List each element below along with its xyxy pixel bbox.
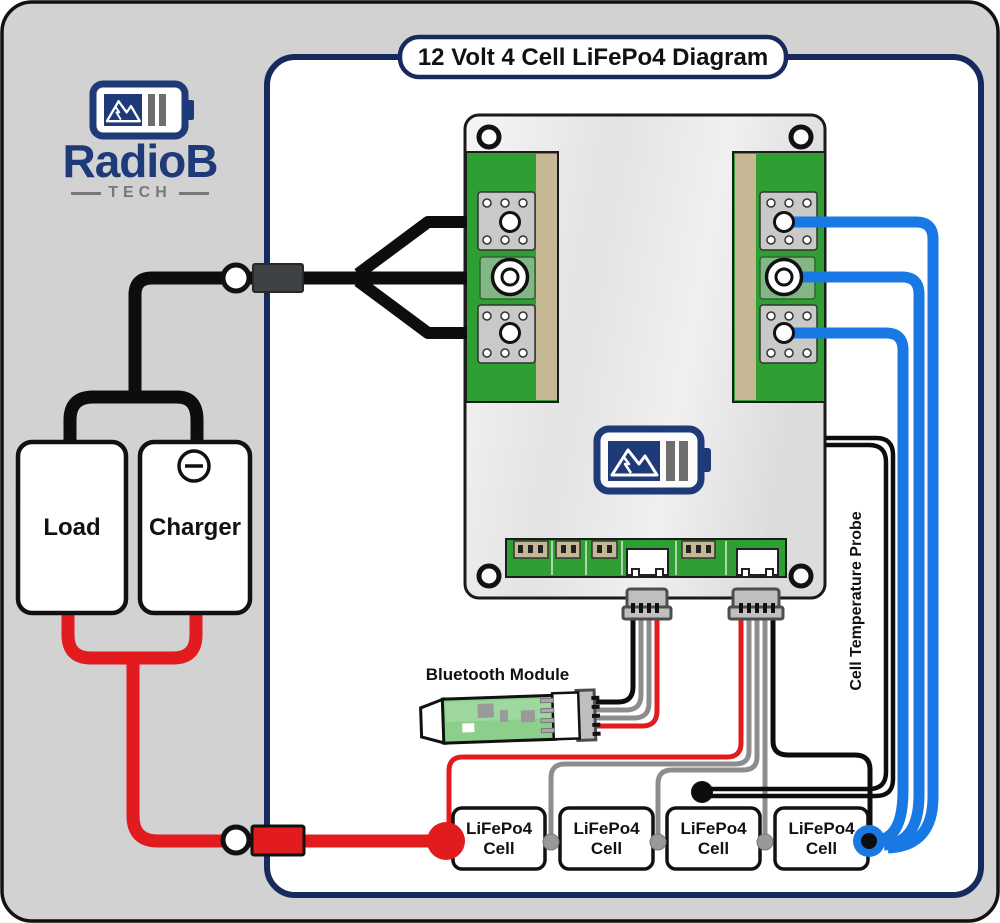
bms-mounting-hole xyxy=(476,124,502,150)
bluetooth-connector xyxy=(550,691,582,741)
bluetooth-module-label: Bluetooth Module xyxy=(425,665,570,684)
brand-name: RadioB xyxy=(62,135,219,187)
negative-ring-terminal xyxy=(220,262,304,294)
bms-mounting-hole xyxy=(476,563,502,589)
temp-probe-label: Cell Temperature Probe xyxy=(848,511,865,691)
blue-sense-wires xyxy=(784,216,939,854)
temp-probe-wires xyxy=(706,435,896,799)
negative-terminal-dot xyxy=(861,833,877,849)
brand-battery-logo-icon xyxy=(89,80,194,140)
load-box xyxy=(15,439,129,616)
brand-tagline: TECH xyxy=(25,184,255,202)
header-pins xyxy=(518,545,711,553)
positive-ring-terminal xyxy=(220,824,306,857)
balance-headers xyxy=(513,540,716,559)
load-label: Load xyxy=(43,513,101,541)
temp-probe-tip xyxy=(691,781,713,803)
bluetooth-components xyxy=(462,703,536,733)
cell-link-dots xyxy=(542,833,774,851)
bms-mounting-hole xyxy=(788,124,814,150)
minus-icon xyxy=(177,449,211,483)
title-box xyxy=(397,34,789,80)
balance-plug-cells xyxy=(727,587,785,621)
bms-mounting-hole xyxy=(788,563,814,589)
bluetooth-wires xyxy=(596,617,660,729)
page-title: 12 Volt 4 Cell LiFePo4 Diagram xyxy=(417,43,769,71)
balance-plug-bluetooth xyxy=(621,587,673,621)
tagline-rule xyxy=(71,191,102,195)
black-power-wires xyxy=(63,216,467,447)
bms-board xyxy=(463,113,827,600)
charger-box xyxy=(137,439,253,616)
bms-terminals xyxy=(490,211,804,344)
bottom-connector-strip xyxy=(505,538,787,578)
tagline-rule xyxy=(178,191,209,195)
bluetooth-module xyxy=(419,688,601,746)
cell-positive-terminal xyxy=(427,822,465,860)
jst-socket xyxy=(626,548,779,578)
charger-label: Charger xyxy=(148,513,242,541)
tagline-text: TECH xyxy=(108,184,172,201)
battery-logo-icon xyxy=(593,425,711,495)
balance-wires xyxy=(446,617,873,838)
